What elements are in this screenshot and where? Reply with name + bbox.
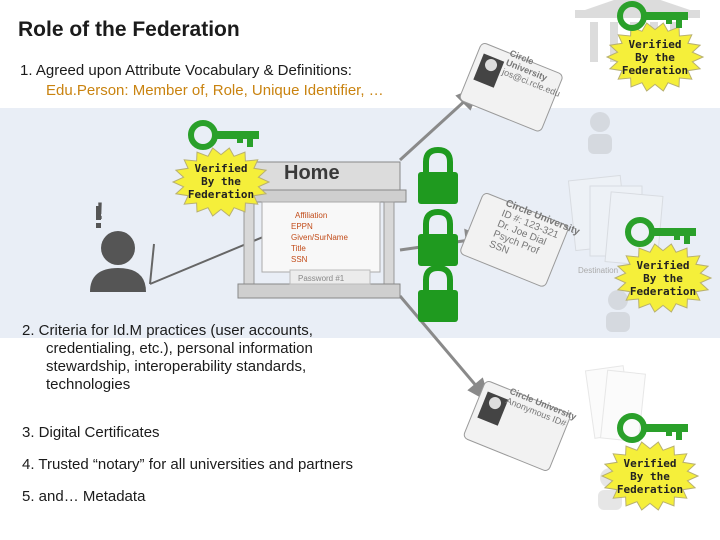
id-card-middle [460, 193, 569, 287]
user-home-link [149, 231, 276, 285]
point-1: 1. Agreed upon Attribute Vocabulary & De… [20, 62, 352, 79]
badge-line: Verified [623, 457, 677, 470]
verified-badge-starburst [613, 243, 713, 313]
attribute-item: Affiliation [295, 211, 328, 220]
badge-line: By the [201, 175, 241, 188]
verified-badge-text: Verified By the Federation [607, 457, 693, 496]
lock-icon [418, 146, 458, 204]
point-2-line: 2. Criteria for Id.M practices (user acc… [22, 322, 313, 339]
point-2-line: stewardship, interoperability standards, [46, 358, 307, 375]
id-card-bottom [463, 381, 571, 471]
badge-line: Verified [636, 259, 690, 272]
password-field: Password #1 [298, 274, 345, 283]
verified-badge-text: Verified By the Federation [178, 162, 264, 201]
badge-line: Verified [628, 38, 682, 51]
badge-line: Federation [616, 483, 684, 496]
key-icon [617, 413, 688, 443]
id-card-top [459, 43, 563, 132]
attribute-item: EPPN [291, 222, 313, 231]
key-icon [617, 1, 688, 31]
point-3: 3. Digital Certificates [22, 424, 160, 441]
attribute-list: Affiliation EPPN Given/SurName Title SSN [291, 210, 348, 265]
badge-line: Federation [621, 64, 689, 77]
verified-badge-text: Verified By the Federation [612, 38, 698, 77]
badge-line: Federation [187, 188, 255, 201]
lock-icon [418, 208, 458, 266]
attribute-item: SSN [291, 255, 308, 264]
point-4: 4. Trusted “notary” for all universities… [22, 456, 353, 473]
point-2: 2. Criteria for Id.M practices (user acc… [22, 322, 402, 394]
point-2-line: credentialing, etc.), personal informati… [46, 340, 313, 357]
badge-line: Federation [629, 285, 697, 298]
lock-icon [418, 264, 458, 322]
key-icon [625, 217, 696, 247]
home-label: Home [284, 162, 340, 184]
verified-badge-text: Verified By the Federation [620, 259, 706, 298]
badge-line: By the [643, 272, 683, 285]
slide-title: Role of the Federation [18, 18, 240, 41]
point-2-line: technologies [46, 376, 131, 393]
key-icon [188, 120, 259, 150]
verified-badge-starburst [600, 441, 700, 511]
verified-badge-starburst [171, 147, 271, 217]
attribute-item: Title [291, 244, 306, 253]
home-building-icon [231, 161, 407, 299]
badge-line: By the [635, 51, 675, 64]
user-icon [90, 206, 146, 292]
destination-label: Destination [578, 266, 619, 275]
point-1-detail: Edu.Person: Member of, Role, Unique Iden… [46, 82, 384, 99]
badge-line: By the [630, 470, 670, 483]
alert-mark: ! [96, 198, 104, 225]
attribute-item: Given/SurName [291, 233, 348, 242]
figure-faded-icon [588, 112, 630, 510]
point-5: 5. and… Metadata [22, 488, 146, 505]
badge-line: Verified [194, 162, 248, 175]
